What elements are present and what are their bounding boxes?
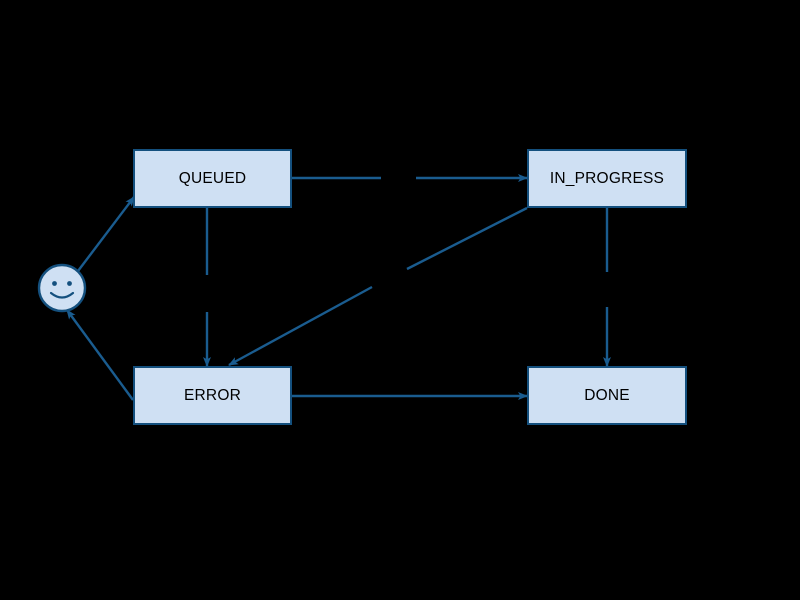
start-node-smiley[interactable]: [37, 263, 87, 313]
edge-in-progress-to-error-b: [228, 285, 373, 367]
edge-label-queued-to-error: fail: [197, 286, 217, 300]
state-label-error: ERROR: [184, 386, 241, 404]
state-label-done: DONE: [584, 386, 630, 404]
state-node-queued[interactable]: QUEUED: [133, 149, 292, 208]
edge-label-in-progress-to-done: finish: [592, 282, 622, 296]
state-label-queued: QUEUED: [178, 169, 247, 187]
state-node-done[interactable]: DONE: [527, 366, 687, 425]
state-node-error[interactable]: ERROR: [133, 366, 292, 425]
edge-label-queued-to-in-progress: start: [386, 171, 412, 185]
edge-label-in-progress-to-error: fail: [380, 271, 400, 285]
state-label-in-progress: IN_PROGRESS: [549, 169, 665, 187]
edge-error-to-start: [66, 309, 134, 401]
smiley-icon: [37, 263, 87, 313]
state-node-in-progress[interactable]: IN_PROGRESS: [527, 149, 687, 208]
edge-start-to-queued: [77, 196, 135, 272]
edge-in-progress-to-error-a: [406, 206, 528, 271]
